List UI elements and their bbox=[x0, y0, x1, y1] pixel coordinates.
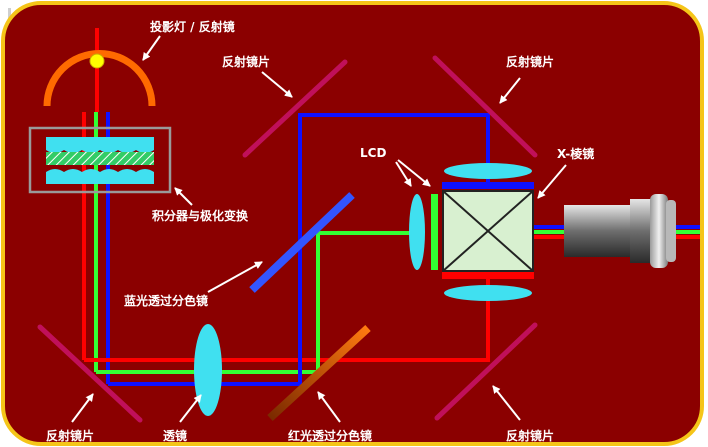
label-mirror-bottom-right: 反射镜片 bbox=[506, 428, 554, 443]
arrow-prism bbox=[537, 164, 567, 199]
mirror-bottom-left bbox=[37, 324, 143, 423]
projection-lens-ring bbox=[630, 199, 652, 263]
arrow-mirror-bottom-left bbox=[71, 393, 94, 423]
lamp-bulb bbox=[89, 53, 105, 69]
lamp-reflector bbox=[43, 50, 156, 107]
arrow-integrator bbox=[174, 187, 193, 206]
annotation-arrows bbox=[71, 35, 567, 423]
arrow-lamp bbox=[142, 35, 161, 61]
projection-lens-front bbox=[650, 194, 668, 268]
label-mirror-bottom-left: 反射镜片 bbox=[46, 428, 94, 443]
blue-dichroic-mirror bbox=[249, 192, 355, 293]
red-dichroic-mirror bbox=[267, 325, 371, 421]
label-mirror-top-left: 反射镜片 bbox=[222, 54, 270, 69]
corner-mark bbox=[8, 8, 11, 22]
mirror-top-left bbox=[242, 59, 348, 158]
lcd-blue bbox=[442, 182, 534, 189]
integrator-frame bbox=[28, 126, 172, 194]
label-mirror-top-right: 反射镜片 bbox=[506, 54, 554, 69]
arrow-red-dichroic bbox=[317, 391, 341, 423]
arrow-mirror-top-right bbox=[499, 77, 521, 104]
label-lens: 透镜 bbox=[163, 428, 187, 443]
arrow-lens bbox=[179, 394, 202, 423]
reflector-arc bbox=[43, 50, 156, 107]
mirrors bbox=[37, 55, 538, 423]
lens-array-bottom bbox=[46, 169, 154, 184]
arrow-blue-dichroic bbox=[207, 261, 263, 293]
mirror-top-right bbox=[432, 55, 538, 158]
lens-bottom bbox=[444, 285, 532, 301]
polarizer-band bbox=[46, 152, 154, 165]
mirror-bottom-right bbox=[434, 322, 538, 421]
condenser-lens bbox=[194, 324, 222, 416]
labels: 投影灯 / 反射镜 反射镜片 反射镜片 LCD X-棱镜 积分器与极化变换 蓝光… bbox=[46, 19, 594, 443]
label-red-dichroic: 红光透过分色镜 bbox=[288, 428, 372, 443]
lens-top bbox=[444, 163, 532, 179]
integrator-box bbox=[28, 126, 172, 194]
lens-array-top bbox=[46, 137, 154, 153]
lcd-assembly bbox=[409, 163, 534, 301]
arrow-mirror-top-left bbox=[261, 71, 293, 98]
lens-left bbox=[409, 194, 425, 270]
x-prism bbox=[442, 190, 534, 272]
label-integrator: 积分器与极化变换 bbox=[152, 208, 249, 223]
lcd-green bbox=[431, 194, 438, 270]
arrow-lcd-2 bbox=[395, 161, 412, 187]
projection-lens-front-edge bbox=[666, 200, 676, 262]
arrow-mirror-bottom-right bbox=[492, 385, 521, 421]
label-lcd: LCD bbox=[360, 146, 386, 160]
projection-lens bbox=[564, 194, 676, 268]
x-prism-diag-2 bbox=[442, 190, 534, 272]
label-lamp: 投影灯 / 反射镜 bbox=[150, 19, 235, 34]
lcd-red bbox=[442, 272, 534, 279]
label-prism: X-棱镜 bbox=[557, 146, 594, 161]
arrow-lcd-1 bbox=[397, 159, 431, 187]
label-blue-dichroic: 蓝光透过分色镜 bbox=[124, 293, 208, 308]
